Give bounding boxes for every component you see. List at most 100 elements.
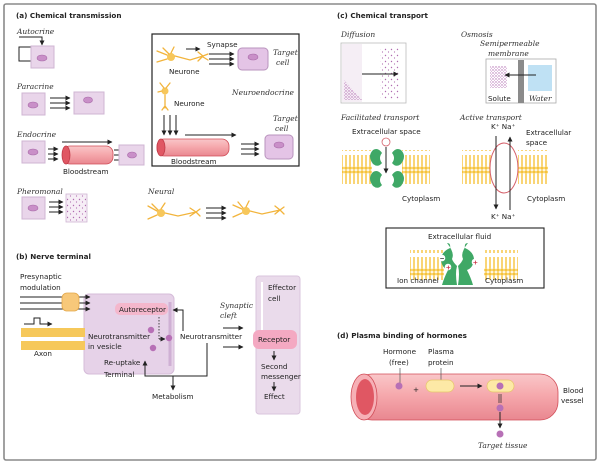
carrier-protein (370, 149, 404, 188)
panel-a-heading: (a) Chemical transmission (16, 11, 121, 20)
paracrine-arrows (50, 95, 71, 111)
ion-channel-box: Extracellular fluid − + + Ion channel Cy… (385, 227, 545, 289)
synaptic-cleft-label: Synaptic (220, 301, 254, 310)
presynaptic-modulator (61, 292, 80, 312)
semipermeable-label-2: membrane (488, 49, 529, 58)
panel-nerve-terminal: (b) Nerve terminal Presynaptic modulatio… (16, 252, 301, 415)
neurone-2 (157, 82, 171, 111)
vesicle (149, 344, 157, 352)
action-potential-icon (24, 317, 53, 327)
ions-top-label: K⁺ Na⁺ (491, 122, 516, 131)
panel-c-heading: (c) Chemical transport (337, 11, 428, 20)
channel-membrane-left (410, 250, 444, 280)
neuroendocrine-label: Neuroendocrine (231, 88, 295, 97)
positive-charge-icon (471, 258, 479, 266)
neurotransmitter-vesicle-label-2: in vesicle (88, 342, 122, 351)
cell-nucleus (247, 53, 259, 61)
effector-cell-label-2: cell (268, 294, 280, 303)
water-label: Water (529, 94, 552, 103)
terminal-label: Terminal (103, 370, 134, 379)
panel-b-heading: (b) Nerve terminal (16, 252, 91, 261)
paracrine-label: Paracrine (16, 82, 54, 91)
diffusion-label: Diffusion (340, 30, 375, 39)
osmosis-label: Osmosis (461, 30, 493, 39)
blood-vessel-label: Blood (563, 386, 583, 395)
neurotransmitter-label: Neurotransmitter (180, 332, 242, 341)
water-region (528, 65, 552, 91)
vesicle (147, 326, 155, 334)
axon-upper (21, 328, 85, 337)
panel-chemical-transport: (c) Chemical transport Diffusion Osmosis… (337, 11, 571, 289)
neural-arrows (206, 205, 227, 221)
pheromone-dots (67, 195, 86, 221)
figure-frame (3, 3, 597, 461)
ions-bottom-label: K⁺ Na⁺ (491, 212, 516, 221)
synapse-label: Synapse (207, 40, 238, 49)
semipermeable-label: Semipermeable (480, 39, 540, 48)
channel-membrane-right (484, 250, 518, 280)
membrane-right (402, 150, 430, 184)
minus-sign: − (440, 256, 445, 263)
channel-cytoplasm-label: Cytoplasm (485, 276, 523, 285)
endocrine-in-arrows (48, 146, 59, 162)
solute-label: Solute (488, 94, 511, 103)
metabolism-label: Metabolism (152, 392, 194, 401)
facilitated-transport-label: Facilitated transport (340, 113, 420, 122)
diffusion-dense-region (344, 80, 362, 100)
extracellular-fluid-label: Extracellular fluid (428, 232, 491, 241)
cell-nucleus (127, 151, 137, 159)
presynaptic-label-2: modulation (20, 283, 61, 292)
secretion-arrows (161, 115, 179, 136)
hormone-label: Hormone (383, 347, 417, 356)
axon-lower (21, 341, 85, 350)
active-extracellular-label-2: space (526, 138, 548, 147)
plus-sign: + (446, 264, 451, 272)
free-hormone (395, 382, 403, 390)
bloodstream-out-arrows (241, 141, 260, 157)
pheromonal-label: Pheromonal (16, 187, 63, 196)
neurone-2-label: Neurone (174, 99, 205, 108)
cell-nucleus (83, 96, 93, 104)
blood-vessel (350, 373, 559, 421)
endocrine-label: Endocrine (16, 130, 57, 139)
pheromonal-arrows (49, 199, 64, 215)
diffusion-high-region (380, 47, 399, 99)
fac-cytoplasm-label: Cytoplasm (402, 194, 440, 203)
ion-channel-label: Ion channel (397, 276, 439, 285)
blood-vessel-label-2: vessel (561, 396, 584, 405)
endocrine-bloodstream-label: Bloodstream (63, 167, 108, 176)
autocrine-label: Autocrine (16, 27, 55, 36)
presynaptic-label: Presynaptic (20, 272, 62, 281)
target-cell-1-label: Target (273, 48, 299, 57)
panel-d-heading: (d) Plasma binding of hormones (337, 331, 467, 340)
solute-region (490, 66, 507, 88)
autoreceptor-feedback-arrow (172, 307, 184, 331)
plasma-protein (425, 379, 455, 393)
active-transport-label: Active transport (459, 113, 523, 122)
active-membrane-left (462, 150, 492, 184)
synaptic-cleft-label-2: cleft (220, 311, 238, 320)
target-cell-1-label-2: cell (276, 58, 290, 67)
panel-chemical-transmission: (a) Chemical transmission Autocrine Para… (16, 11, 300, 223)
vesicle (165, 334, 173, 342)
neuroendocrine-box: Synapse Target cell Neurone Neurone Neur… (151, 33, 300, 167)
target-cell-2-label: Target (273, 114, 299, 123)
cell-nucleus (36, 54, 48, 62)
plasma-protein-label: Plasma (428, 347, 454, 356)
active-extracellular-label: Extracellular (526, 128, 571, 137)
neurone-1-label: Neurone (169, 67, 200, 76)
target-cell-2-label-2: cell (275, 124, 289, 133)
positive-charge-icon (444, 263, 452, 271)
autocrine-loop-arrow (18, 46, 31, 62)
second-messenger-label: Second (261, 362, 287, 371)
receptor-label: Receptor (258, 335, 290, 344)
neuroendocrine-bloodstream-label: Bloodstream (171, 157, 216, 166)
cell-nucleus (27, 204, 39, 212)
pump-protein (489, 142, 519, 194)
presynaptic-input-lines (20, 294, 91, 312)
autocrine-feedback-arrow (19, 36, 45, 46)
plasma-protein-label-2: protein (428, 358, 454, 367)
active-cytoplasm-label: Cytoplasm (527, 194, 565, 203)
reuptake-arrow (142, 343, 208, 377)
fac-extracellular-label: Extracellular space (352, 127, 421, 136)
